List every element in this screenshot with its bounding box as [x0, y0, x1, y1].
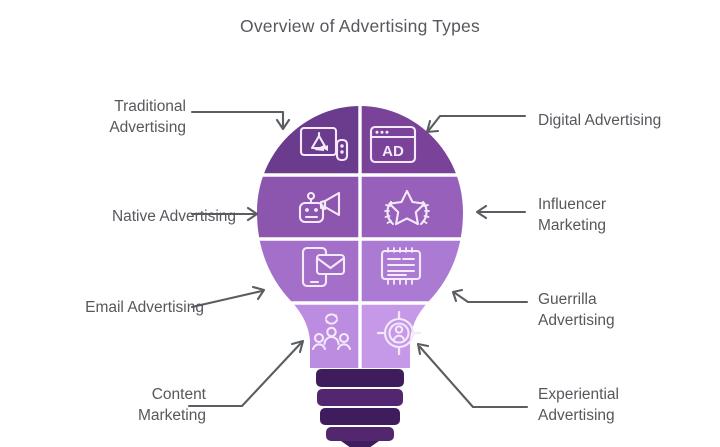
target-person-icon [376, 310, 422, 356]
page-title: Overview of Advertising Types [240, 16, 480, 36]
label-native-advertising[interactable]: Native Advertising [111, 208, 236, 225]
segment-experiential[interactable] [360, 304, 472, 374]
label-experiential-advertising[interactable]: Experiential Advertising [538, 386, 619, 424]
label-guerrilla-advertising[interactable]: Guerrilla Advertising [538, 291, 615, 329]
segment-native[interactable] [250, 176, 360, 238]
star-laurel-icon [384, 189, 430, 226]
segment-content[interactable] [250, 304, 360, 374]
billboard-megaphone-icon [299, 126, 349, 162]
bulb-base [316, 369, 404, 447]
robot-megaphone-icon [298, 191, 341, 224]
people-share-icon [311, 313, 352, 351]
segment-traditional[interactable] [250, 100, 360, 174]
label-content-marketing[interactable]: Content Marketing [137, 386, 206, 424]
ad-badge-text: AD [382, 143, 404, 160]
label-influencer-marketing[interactable]: Influencer Marketing [538, 196, 607, 234]
label-digital-advertising[interactable]: Digital Advertising [538, 112, 662, 129]
segment-influencer[interactable] [360, 176, 472, 238]
label-email-advertising[interactable]: Email Advertising [85, 299, 204, 316]
poster-board-icon [380, 247, 422, 285]
phone-envelope-icon [301, 246, 346, 288]
browser-ad-icon: AD [369, 125, 417, 164]
segment-guerrilla[interactable] [360, 240, 472, 302]
label-traditional-advertising[interactable]: Traditional Advertising [109, 98, 186, 136]
